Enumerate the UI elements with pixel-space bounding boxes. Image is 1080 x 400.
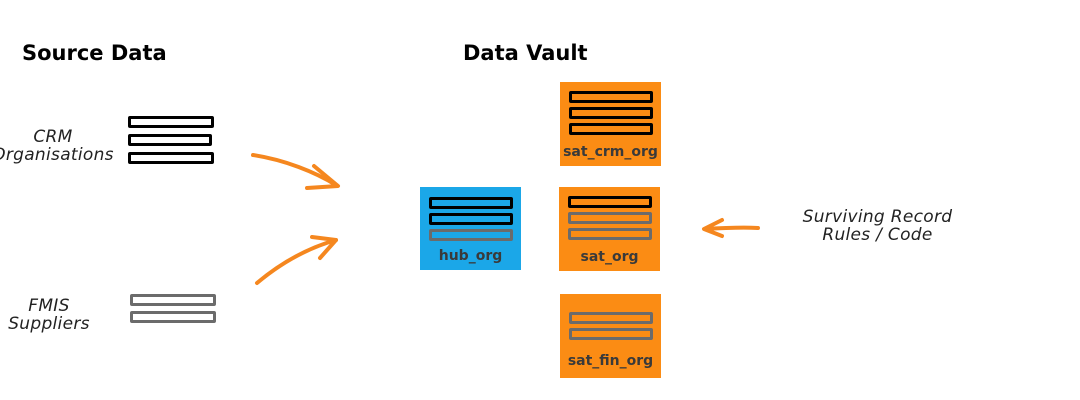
fmis-row-bar (130, 311, 216, 323)
surviving-record-annotation: Surviving Record Rules / Code (790, 208, 965, 244)
sat-crm-black-bar (569, 107, 653, 119)
hub-gray-bar (429, 229, 513, 241)
arrow-crm-to-vault (251, 153, 340, 190)
sat-crm-org-box: sat_crm_org (560, 82, 661, 166)
sat-org-gray-bar (568, 212, 652, 224)
hub-org-box: hub_org (420, 187, 521, 270)
arrow-fmis-to-vault (255, 235, 338, 285)
sat-fin-gray-bar (569, 312, 653, 324)
fmis-table-icon (130, 294, 216, 324)
sat-crm-black-bar (569, 91, 653, 103)
sat-org-label: sat_org (580, 249, 639, 265)
fmis-source-label: FMIS Suppliers (0, 297, 104, 333)
hub-org-label: hub_org (438, 248, 503, 264)
sat-org-black-bar (568, 196, 652, 208)
crm-row-bar (128, 134, 212, 146)
sat-crm-org-label: sat_crm_org (563, 144, 658, 160)
fmis-row-bar (130, 294, 216, 306)
crm-table-icon (128, 116, 214, 164)
crm-row-bar (128, 116, 214, 128)
sat-org-gray-bar (568, 228, 652, 240)
sat-org-box: sat_org (559, 187, 660, 271)
crm-label-line2: Organisations (0, 145, 114, 165)
annotation-line1: Surviving Record (802, 207, 953, 227)
fmis-label-line2: Suppliers (8, 314, 90, 334)
crm-row-bar (128, 152, 214, 164)
crm-label-line1: CRM (33, 127, 73, 147)
sat-crm-black-bar (569, 123, 653, 135)
annotation-line2: Rules / Code (822, 225, 933, 245)
fmis-label-line1: FMIS (28, 296, 70, 316)
source-data-heading: Source Data (22, 41, 167, 65)
hub-black-bar (429, 213, 513, 225)
sat-fin-org-label: sat_fin_org (567, 353, 654, 369)
hub-black-bar (429, 197, 513, 209)
crm-source-label: CRM Organisations (0, 128, 118, 164)
arrow-rules-to-sat-org (702, 218, 760, 238)
sat-fin-org-box: sat_fin_org (560, 294, 661, 378)
sat-fin-gray-bar (569, 328, 653, 340)
data-vault-heading: Data Vault (463, 41, 588, 65)
